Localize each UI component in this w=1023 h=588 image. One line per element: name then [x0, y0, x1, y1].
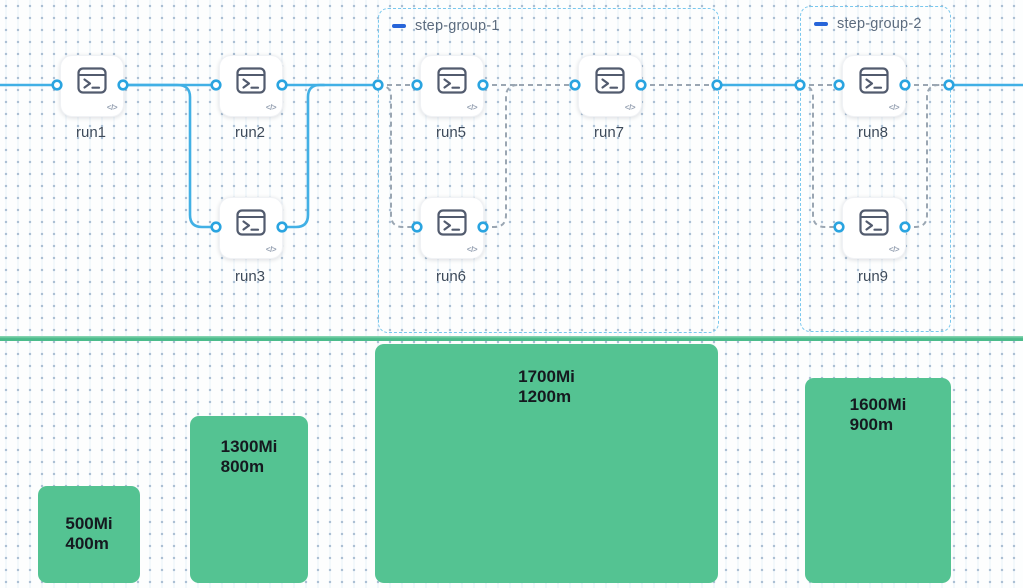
node-run6[interactable]: </>: [420, 197, 484, 259]
terminal-icon: [437, 67, 467, 94]
code-icon: </>: [466, 103, 478, 112]
code-icon: </>: [624, 103, 636, 112]
step-group-label: step-group-1: [415, 18, 500, 34]
code-icon: </>: [888, 103, 900, 112]
step-group-label: step-group-2: [837, 16, 922, 32]
memory-value: 1600Mi: [849, 395, 907, 414]
resource-bar: 1300Mi 800m: [190, 416, 308, 583]
collapse-group-icon[interactable]: [814, 22, 828, 26]
resource-divider: [0, 336, 1023, 341]
collapse-group-icon[interactable]: [392, 24, 406, 28]
memory-value: 1700Mi: [518, 367, 575, 386]
resource-bar: 1700Mi 1200m: [375, 344, 718, 583]
node-label: run3: [234, 268, 266, 285]
cpu-value: 400m: [65, 534, 109, 553]
node-run8[interactable]: </>: [842, 55, 906, 117]
memory-value: 500Mi: [65, 514, 113, 533]
terminal-icon: [236, 209, 266, 236]
terminal-icon: [595, 67, 625, 94]
cpu-value: 1200m: [518, 387, 572, 406]
code-icon: </>: [106, 103, 118, 112]
node-run3[interactable]: </>: [219, 197, 283, 259]
edge-run3-merge: [280, 83, 326, 229]
code-icon: </>: [265, 103, 277, 112]
cpu-value: 800m: [220, 457, 265, 476]
node-label: run6: [435, 268, 467, 285]
resource-bar: 500Mi 400m: [38, 486, 140, 583]
terminal-icon: [859, 67, 889, 94]
node-label: run2: [234, 124, 266, 141]
terminal-icon: [236, 67, 266, 94]
terminal-icon: [77, 67, 107, 94]
node-run5[interactable]: </>: [420, 55, 484, 117]
edge-run1-run3: [121, 83, 218, 229]
node-run9[interactable]: </>: [842, 197, 906, 259]
node-label: run8: [857, 124, 889, 141]
node-label: run7: [593, 124, 625, 141]
terminal-icon: [437, 209, 467, 236]
memory-value: 1300Mi: [220, 437, 278, 456]
step-group-1-header: step-group-1: [392, 18, 500, 34]
node-label: run5: [435, 124, 467, 141]
code-icon: </>: [265, 245, 277, 254]
cpu-value: 900m: [849, 415, 894, 434]
code-icon: </>: [888, 245, 900, 254]
node-run1[interactable]: </>: [60, 55, 124, 117]
node-run2[interactable]: </>: [219, 55, 283, 117]
node-label: run9: [857, 268, 889, 285]
node-run7[interactable]: </>: [578, 55, 642, 117]
resource-bar: 1600Mi 900m: [805, 378, 951, 583]
step-group-2-header: step-group-2: [814, 16, 922, 32]
node-label: run1: [75, 124, 107, 141]
terminal-icon: [859, 209, 889, 236]
code-icon: </>: [466, 245, 478, 254]
